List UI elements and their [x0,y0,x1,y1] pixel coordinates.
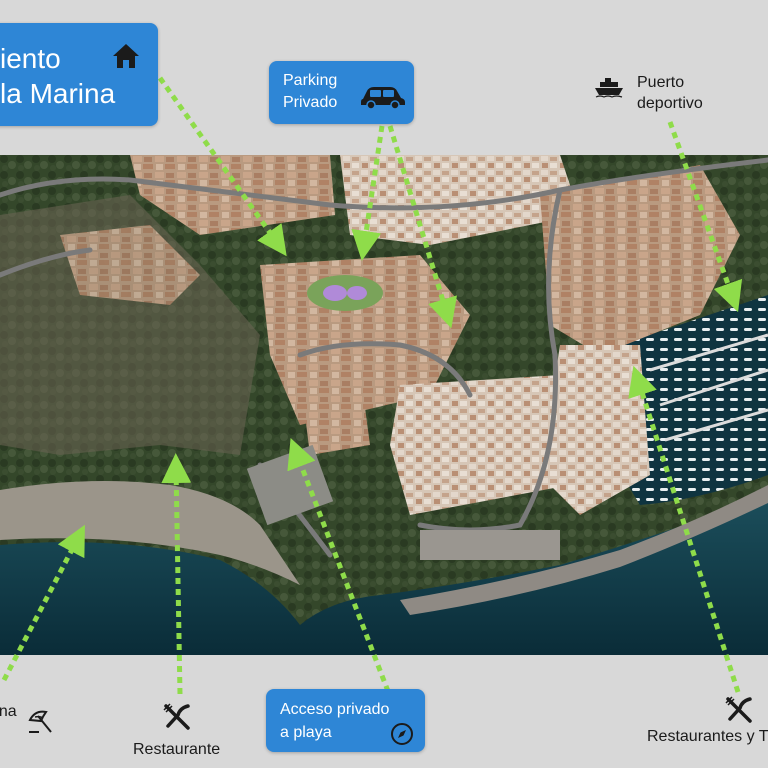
car-icon [361,87,405,109]
ship-icon [595,78,623,98]
puerto-label-line2: deportivo [637,95,703,112]
satellite-image [0,155,768,655]
puerto-label-line1: Puerto [637,74,685,91]
acceso-playa-callout[interactable]: Acceso privado a playa [266,689,425,752]
restaurante-label: Restaurante [133,741,221,758]
parking-label-line2: Privado [283,94,338,111]
aerial-map[interactable] [0,155,768,655]
beach-umbrella-icon [28,710,52,733]
acceso-label-line1: Acceso privado [280,701,390,718]
alojamiento-title-line2: la Marina [0,78,116,109]
alojamiento-title-line1: iento [0,43,61,74]
puerto-label: Puerto deportivo [637,72,703,114]
restaurantes-right-label: Restaurantes y T [647,728,768,745]
fork-knife-icon [163,703,190,730]
parking-callout[interactable]: Parking Privado [269,61,414,124]
alojamiento-callout[interactable]: iento la Marina [0,23,158,126]
compass-icon [391,723,413,745]
fork-knife-icon-right [725,696,752,723]
acceso-label-line2: a playa [280,724,332,741]
parking-label-line1: Parking [283,72,338,89]
beach-label: rina [0,703,17,720]
home-icon [113,44,139,68]
